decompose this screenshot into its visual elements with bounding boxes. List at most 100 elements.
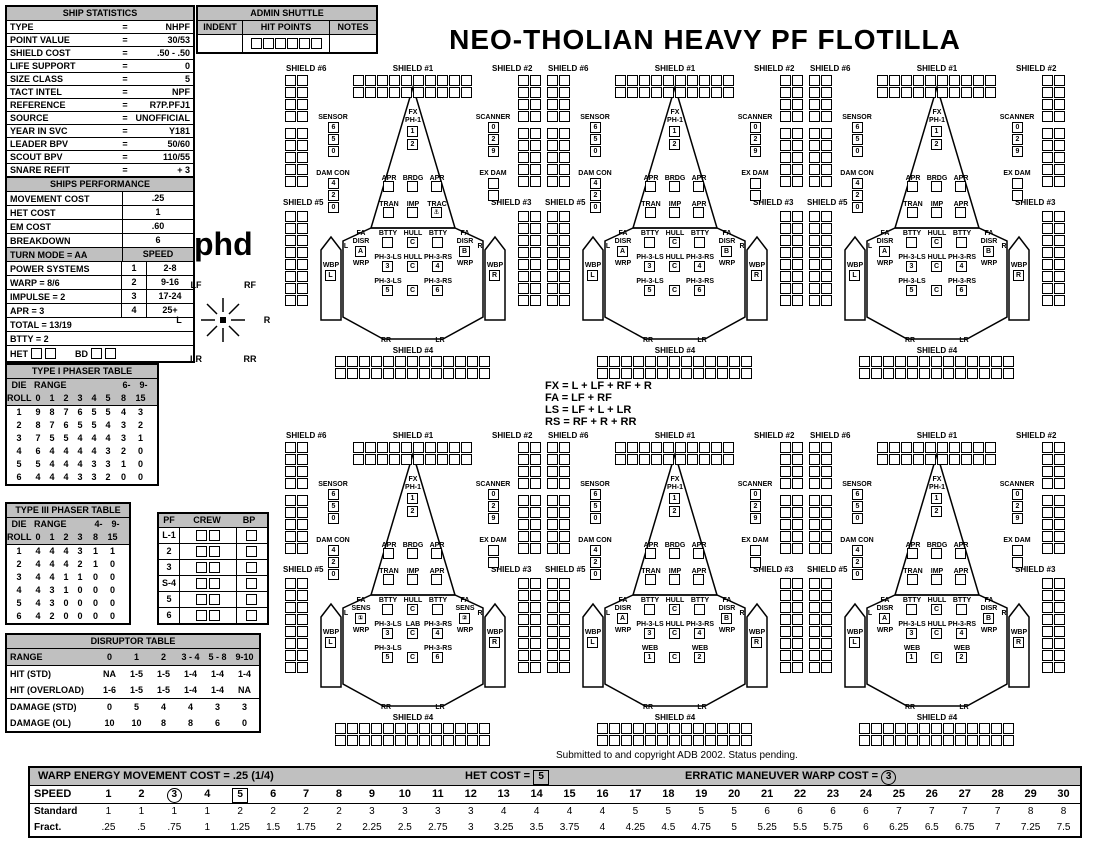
shield-box[interactable] [792, 442, 803, 453]
hull-box[interactable]: C [407, 628, 418, 639]
lower-left-weapon-box[interactable]: 5 [382, 285, 393, 296]
shield-box[interactable] [792, 626, 803, 637]
shield-box[interactable] [871, 356, 882, 367]
shield-box[interactable] [889, 454, 900, 465]
shield-box[interactable] [467, 368, 478, 379]
shield-box[interactable] [359, 723, 370, 734]
shield-box[interactable] [687, 87, 698, 98]
battery-box[interactable] [432, 604, 443, 615]
shield-box[interactable] [1042, 152, 1053, 163]
shield-box[interactable] [821, 176, 832, 187]
shield-box[interactable] [559, 602, 570, 613]
shield-box[interactable] [530, 578, 541, 589]
shield-box[interactable] [285, 478, 296, 489]
shield-box[interactable] [1054, 99, 1065, 110]
shield-box[interactable] [1054, 650, 1065, 661]
right-weapon-box[interactable]: B [721, 613, 732, 624]
bridge-box[interactable] [669, 181, 680, 192]
shield-box[interactable] [821, 223, 832, 234]
shield-box[interactable] [809, 259, 820, 270]
shield-box[interactable] [1042, 507, 1053, 518]
shield-box[interactable] [285, 283, 296, 294]
shield-box[interactable] [711, 454, 722, 465]
shield-box[interactable] [627, 442, 638, 453]
shield-box[interactable] [1054, 614, 1065, 625]
scanner-box[interactable]: 2 [488, 501, 499, 512]
shield-box[interactable] [883, 356, 894, 367]
shield-box[interactable] [821, 626, 832, 637]
excess-damage-box[interactable] [488, 178, 499, 189]
shield-box[interactable] [780, 626, 791, 637]
shield-box[interactable] [1054, 519, 1065, 530]
shield-box[interactable] [663, 442, 674, 453]
shield-box[interactable] [597, 735, 608, 746]
battery-box[interactable] [382, 604, 393, 615]
shield-box[interactable] [821, 140, 832, 151]
shield-box[interactable] [1054, 507, 1065, 518]
shield-box[interactable] [1054, 87, 1065, 98]
apr-box[interactable] [383, 548, 394, 559]
shield-box[interactable] [1003, 356, 1014, 367]
shield-box[interactable] [347, 723, 358, 734]
shield-box[interactable] [967, 723, 978, 734]
shield-box[interactable] [895, 735, 906, 746]
crew-box[interactable] [196, 562, 207, 573]
shield-box[interactable] [518, 283, 529, 294]
shield-box[interactable] [780, 495, 791, 506]
shield-box[interactable] [377, 454, 388, 465]
shield-box[interactable] [1042, 590, 1053, 601]
shield-box[interactable] [559, 662, 570, 673]
shield-box[interactable] [413, 442, 424, 453]
transporter-box[interactable] [907, 207, 918, 218]
shield-box[interactable] [518, 662, 529, 673]
shield-box[interactable] [559, 531, 570, 542]
impulse-box[interactable] [407, 574, 418, 585]
dam-con-box[interactable]: 2 [590, 557, 601, 568]
shield-box[interactable] [1054, 466, 1065, 477]
shield-box[interactable] [663, 87, 674, 98]
shield-box[interactable] [425, 442, 436, 453]
shield-box[interactable] [530, 543, 541, 554]
shield-box[interactable] [530, 271, 541, 282]
shield-box[interactable] [530, 531, 541, 542]
shield-box[interactable] [809, 590, 820, 601]
shield-box[interactable] [547, 650, 558, 661]
shield-box[interactable] [821, 543, 832, 554]
shield-box[interactable] [431, 735, 442, 746]
shield-box[interactable] [639, 442, 650, 453]
shield-box[interactable] [780, 99, 791, 110]
shield-box[interactable] [389, 454, 400, 465]
shield-box[interactable] [547, 543, 558, 554]
shield-box[interactable] [518, 87, 529, 98]
excess-damage-box[interactable] [750, 545, 761, 556]
phaser3-box[interactable]: 3 [644, 628, 655, 639]
shield-box[interactable] [559, 466, 570, 477]
lower-left-weapon-box[interactable]: 1 [906, 652, 917, 663]
shield-box[interactable] [559, 111, 570, 122]
shield-box[interactable] [895, 723, 906, 734]
wbp-box[interactable]: L [325, 270, 336, 281]
shield-box[interactable] [559, 247, 570, 258]
shield-box[interactable] [530, 626, 541, 637]
shield-box[interactable] [297, 283, 308, 294]
apr-box[interactable] [907, 181, 918, 192]
shield-box[interactable] [530, 140, 541, 151]
shield-box[interactable] [792, 176, 803, 187]
shield-box[interactable] [877, 454, 888, 465]
shield-box[interactable] [809, 614, 820, 625]
shield-box[interactable] [530, 283, 541, 294]
shield-box[interactable] [792, 295, 803, 306]
shield-box[interactable] [449, 75, 460, 86]
shield-box[interactable] [937, 454, 948, 465]
dam-con-box[interactable]: 2 [328, 190, 339, 201]
crew-box[interactable] [196, 594, 207, 605]
shield-box[interactable] [657, 368, 668, 379]
shield-box[interactable] [1054, 543, 1065, 554]
shield-box[interactable] [889, 75, 900, 86]
shield-box[interactable] [401, 87, 412, 98]
shield-box[interactable] [437, 454, 448, 465]
shield-box[interactable] [401, 75, 412, 86]
left-weapon-box[interactable]: A [879, 246, 890, 257]
shield-box[interactable] [1042, 650, 1053, 661]
shield-box[interactable] [821, 495, 832, 506]
